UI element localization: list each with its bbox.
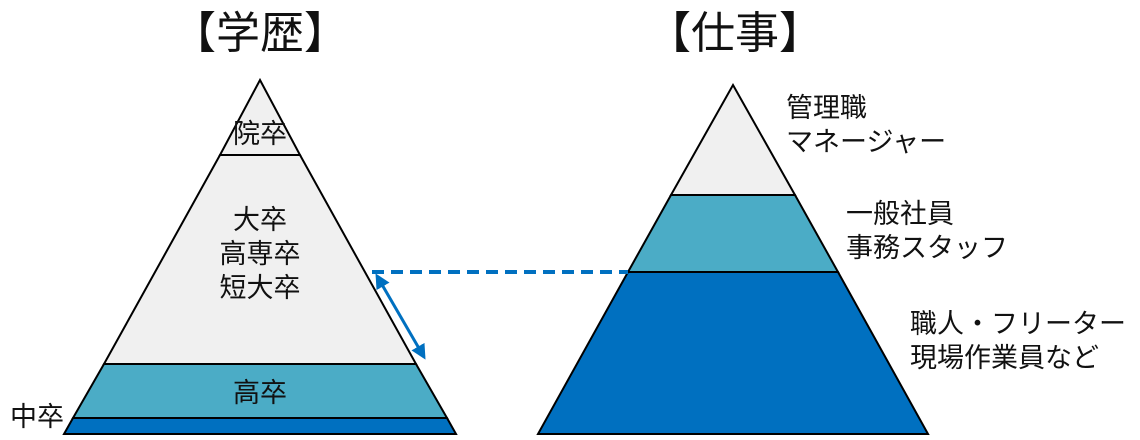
- label-manager: 管理職: [786, 93, 867, 124]
- label-worker-sub: 現場作業員など: [910, 343, 1099, 374]
- right-title: 【仕事】: [647, 8, 823, 59]
- label-staff: 一般社員: [846, 199, 954, 230]
- double-arrow-indicator: [375, 273, 426, 360]
- label-kosen: 高専卒: [219, 239, 301, 270]
- label-grad: 院卒: [233, 119, 287, 150]
- label-highschool: 高卒: [233, 378, 287, 409]
- right-tier-manager: [669, 82, 797, 196]
- label-junior-college: 短大卒: [219, 273, 301, 304]
- label-worker: 職人・フリーター: [910, 309, 1126, 340]
- label-middleschool: 中卒: [10, 402, 64, 433]
- label-university: 大卒: [233, 205, 287, 236]
- left-tier-middleschool: [62, 417, 458, 435]
- label-manager-sub: マネージャー: [786, 127, 947, 158]
- label-staff-sub: 事務スタッフ: [846, 233, 1008, 264]
- left-title: 【学歴】: [172, 8, 348, 59]
- right-tier-worker: [536, 271, 930, 435]
- right-tier-staff: [626, 194, 840, 273]
